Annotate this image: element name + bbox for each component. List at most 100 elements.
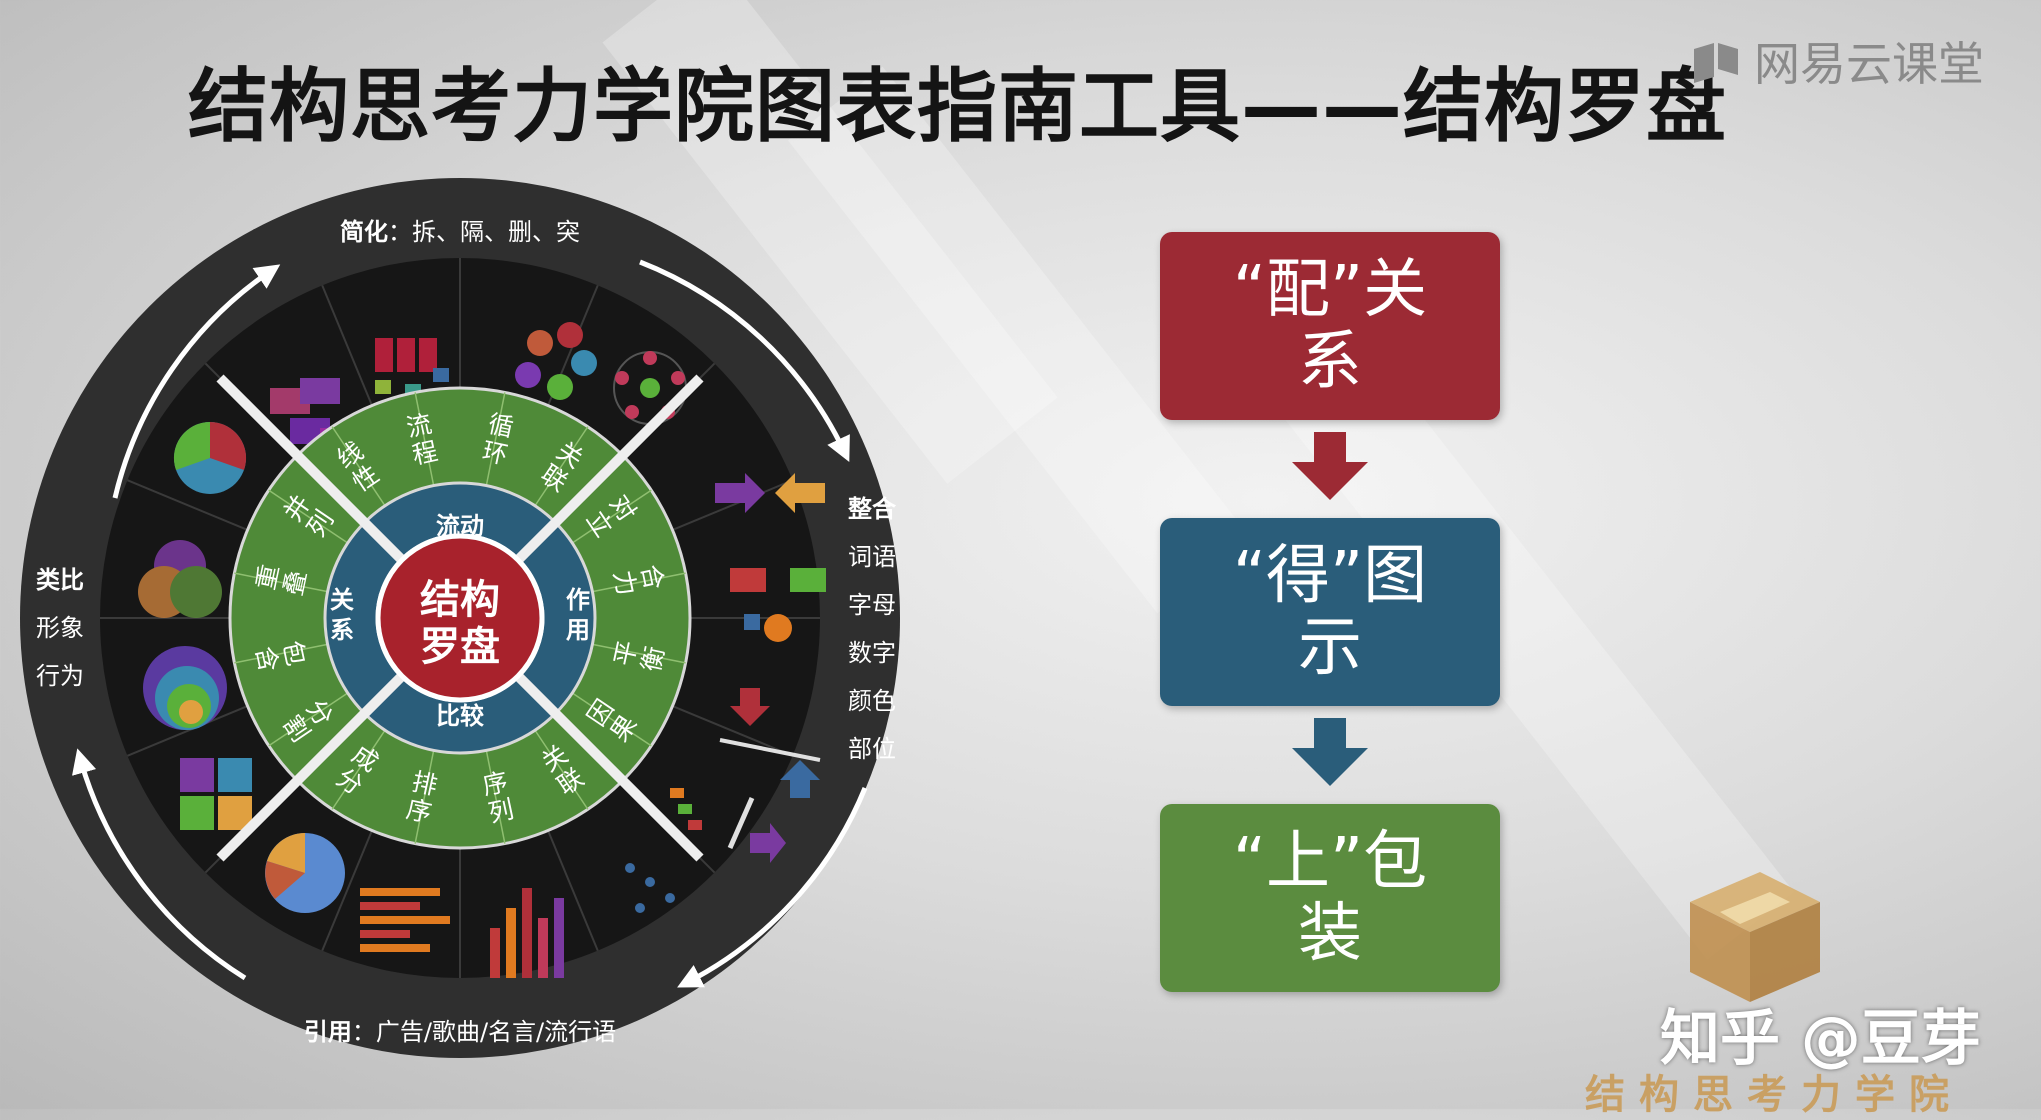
center-label: 结构 bbox=[420, 577, 500, 623]
quadrant-label-left: 关系 bbox=[330, 586, 354, 644]
outer-column-item: 数字 bbox=[848, 639, 896, 667]
ring-item-char: 含 bbox=[250, 644, 284, 674]
ring-item-char: 包 bbox=[277, 638, 311, 668]
step-text: “得”图 bbox=[1232, 539, 1428, 613]
ring-item-char: 排 bbox=[410, 767, 440, 801]
step-text: “配”关 bbox=[1232, 253, 1428, 327]
chart-divider bbox=[672, 479, 793, 531]
ring-divider bbox=[534, 426, 589, 507]
netease-logo-icon bbox=[1694, 43, 1738, 83]
ring-divider bbox=[268, 692, 349, 747]
quadrant-label-bottom: 比较 bbox=[436, 702, 484, 730]
ring-divider bbox=[414, 750, 435, 844]
cause-effect-icon bbox=[670, 788, 786, 863]
nested-circles-icon bbox=[143, 646, 227, 730]
chart-divider bbox=[321, 285, 373, 406]
ring-divider bbox=[592, 643, 686, 664]
chart-divider bbox=[127, 705, 248, 757]
watermark-platform: 知乎 @豆芽 bbox=[1660, 1004, 1981, 1074]
step-box-get-diagram: “得”图 示 bbox=[1160, 518, 1500, 706]
ring-item-char: 衡 bbox=[636, 644, 670, 674]
ring-item-char: 环 bbox=[480, 436, 510, 470]
academy-logo-icon bbox=[1690, 872, 1820, 1002]
pie-chart-icon bbox=[265, 833, 345, 913]
outer-bottom-text: 引用：广告/歌曲/名言/流行语 bbox=[304, 1018, 616, 1046]
outer-column-item: 颜色 bbox=[848, 687, 896, 715]
ring-divider bbox=[331, 729, 386, 810]
ring-item: 序列 bbox=[480, 767, 516, 828]
chart-divider bbox=[547, 830, 599, 951]
ring-item-char: 序 bbox=[404, 794, 434, 828]
outer-column-item: 形象 bbox=[36, 614, 84, 642]
chart-divider bbox=[127, 479, 248, 531]
ring-item-char: 序 bbox=[480, 767, 510, 801]
step-box-add-packaging: “上”包 装 bbox=[1160, 804, 1500, 992]
ring-item: 重叠 bbox=[251, 562, 312, 598]
ring-divider bbox=[571, 489, 652, 544]
outer-top-text: 简化：拆、隔、删、突 bbox=[340, 218, 580, 246]
down-arrow-icon bbox=[1292, 718, 1368, 786]
ring-item-char: 流 bbox=[404, 409, 434, 443]
ring-divider bbox=[268, 489, 349, 544]
down-arrow-icon bbox=[1292, 432, 1368, 500]
column-chart-icon bbox=[490, 888, 564, 978]
step-box-match-relation: “配”关 系 bbox=[1160, 232, 1500, 420]
grid-blocks-icon bbox=[180, 758, 252, 830]
scatter-icon bbox=[625, 863, 675, 913]
ring-divider bbox=[414, 392, 435, 486]
structure-compass: 结构 罗盘 流动 比较 作用 关系 线性流程循环关联对立合力平衡因果关联序列排序… bbox=[20, 178, 900, 1058]
cycle-icon bbox=[515, 322, 597, 400]
ring-divider bbox=[485, 750, 506, 844]
ring-item: 流程 bbox=[404, 409, 440, 470]
ring-item: 排序 bbox=[404, 767, 440, 828]
chart-icons bbox=[138, 322, 826, 978]
opposing-arrows-icon bbox=[715, 473, 825, 513]
chart-divider bbox=[321, 830, 373, 951]
donut-icon bbox=[173, 421, 247, 494]
brand-name: 网易云课堂 bbox=[1754, 37, 1984, 91]
step-text: “上”包 bbox=[1232, 825, 1428, 899]
flow-arrow bbox=[112, 264, 281, 499]
ring-divider bbox=[534, 729, 589, 810]
converge-icon bbox=[730, 568, 826, 642]
quadrant-label-right: 作用 bbox=[566, 586, 590, 644]
ring-item-char: 力 bbox=[608, 568, 642, 598]
ring-item-char: 循 bbox=[486, 409, 516, 443]
compass-center-cap bbox=[375, 533, 545, 703]
outer-column-item: 字母 bbox=[848, 591, 896, 619]
outer-column-label: 整合 bbox=[848, 495, 897, 523]
page-title: 结构思考力学院图表指南工具——结构罗盘 bbox=[188, 60, 1727, 153]
ring-divider bbox=[331, 426, 386, 507]
ring-item-char: 重 bbox=[251, 562, 285, 592]
ring-divider bbox=[592, 572, 686, 593]
ring-item-char: 平 bbox=[609, 638, 643, 668]
step-text: 示 bbox=[1298, 611, 1362, 685]
ring-item: 包含 bbox=[250, 638, 311, 674]
ring-item: 合力 bbox=[608, 562, 669, 598]
brand: 网易云课堂 bbox=[1690, 28, 1984, 94]
outer-column-item: 行为 bbox=[36, 662, 84, 690]
ring-divider bbox=[485, 392, 506, 486]
quadrant-label-top: 流动 bbox=[436, 512, 484, 540]
ring-divider bbox=[571, 692, 652, 747]
ring-item: 循环 bbox=[480, 409, 516, 470]
ring-divider bbox=[234, 572, 328, 593]
horizontal-bar-icon bbox=[360, 888, 450, 952]
flow-arrow bbox=[72, 748, 247, 981]
ring-item-char: 合 bbox=[635, 562, 669, 592]
watermark-academy: 结构思考力学院 bbox=[1585, 1071, 1963, 1118]
ring-item-char: 程 bbox=[410, 436, 440, 470]
bar-blocks-icon bbox=[375, 338, 449, 398]
outer-column-label: 类比 bbox=[36, 566, 84, 594]
center-label: 罗盘 bbox=[420, 624, 500, 670]
ring-item-char: 列 bbox=[486, 794, 516, 828]
outer-column-item: 部位 bbox=[848, 735, 896, 763]
chart-divider bbox=[672, 705, 793, 757]
outer-column-item: 词语 bbox=[848, 543, 896, 571]
venn-icon bbox=[138, 540, 222, 618]
ring-item: 平衡 bbox=[609, 638, 670, 674]
flow-arrow bbox=[677, 787, 868, 988]
ring-divider bbox=[234, 643, 328, 664]
